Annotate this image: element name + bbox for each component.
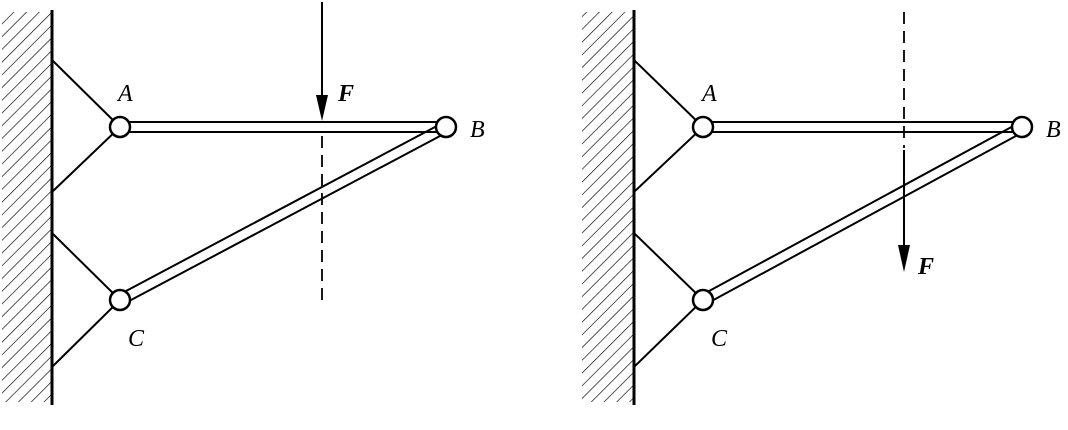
member-cb: [117, 121, 449, 306]
label-force: F: [917, 254, 934, 280]
wall-hatching: [2, 12, 52, 402]
pin-c: [691, 288, 715, 312]
member-cb: [700, 121, 1025, 306]
member-ab: [703, 121, 1022, 133]
label-b: B: [470, 117, 485, 143]
label-a: A: [116, 81, 133, 107]
label-c: C: [711, 326, 728, 352]
label-force: F: [337, 81, 354, 107]
wall-hatching: [582, 12, 634, 402]
pin-a: [691, 115, 715, 139]
member-ab: [120, 121, 446, 133]
force-arrow: [316, 2, 328, 121]
label-b: B: [1046, 117, 1061, 143]
diagram-right: A B C F: [582, 10, 1061, 405]
pin-a: [108, 115, 132, 139]
diagram-left: A B C F: [2, 2, 485, 405]
pin-c: [108, 288, 132, 312]
force-arrow: [898, 150, 910, 272]
label-a: A: [700, 81, 717, 107]
label-c: C: [128, 326, 145, 352]
pin-b: [434, 115, 458, 139]
pin-b: [1010, 115, 1034, 139]
